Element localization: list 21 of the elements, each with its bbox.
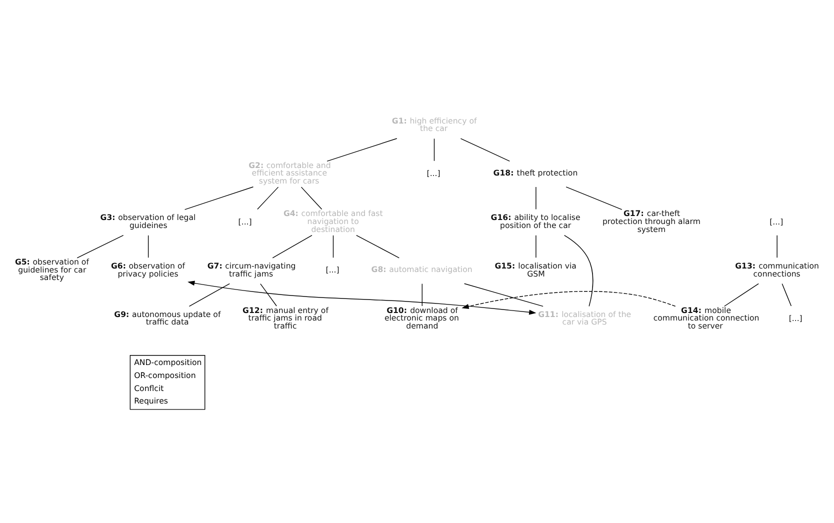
connector: [148, 235, 149, 258]
connector: [326, 138, 398, 162]
connector: [356, 234, 400, 258]
connector: [782, 283, 792, 306]
connector: [776, 235, 778, 258]
connector: [434, 138, 435, 162]
connector: [76, 234, 124, 258]
connector: [272, 234, 312, 258]
connector: [300, 186, 322, 210]
connector: [566, 186, 622, 210]
connector: [188, 283, 230, 307]
connector: [724, 283, 759, 307]
connector: [564, 234, 594, 307]
connector: [464, 283, 544, 307]
arrow: [462, 291, 676, 309]
arrow: [188, 280, 536, 315]
connector: [184, 186, 254, 210]
connector: [257, 186, 279, 210]
connector: [460, 138, 510, 162]
connector: [332, 235, 334, 258]
connector: [260, 283, 277, 306]
